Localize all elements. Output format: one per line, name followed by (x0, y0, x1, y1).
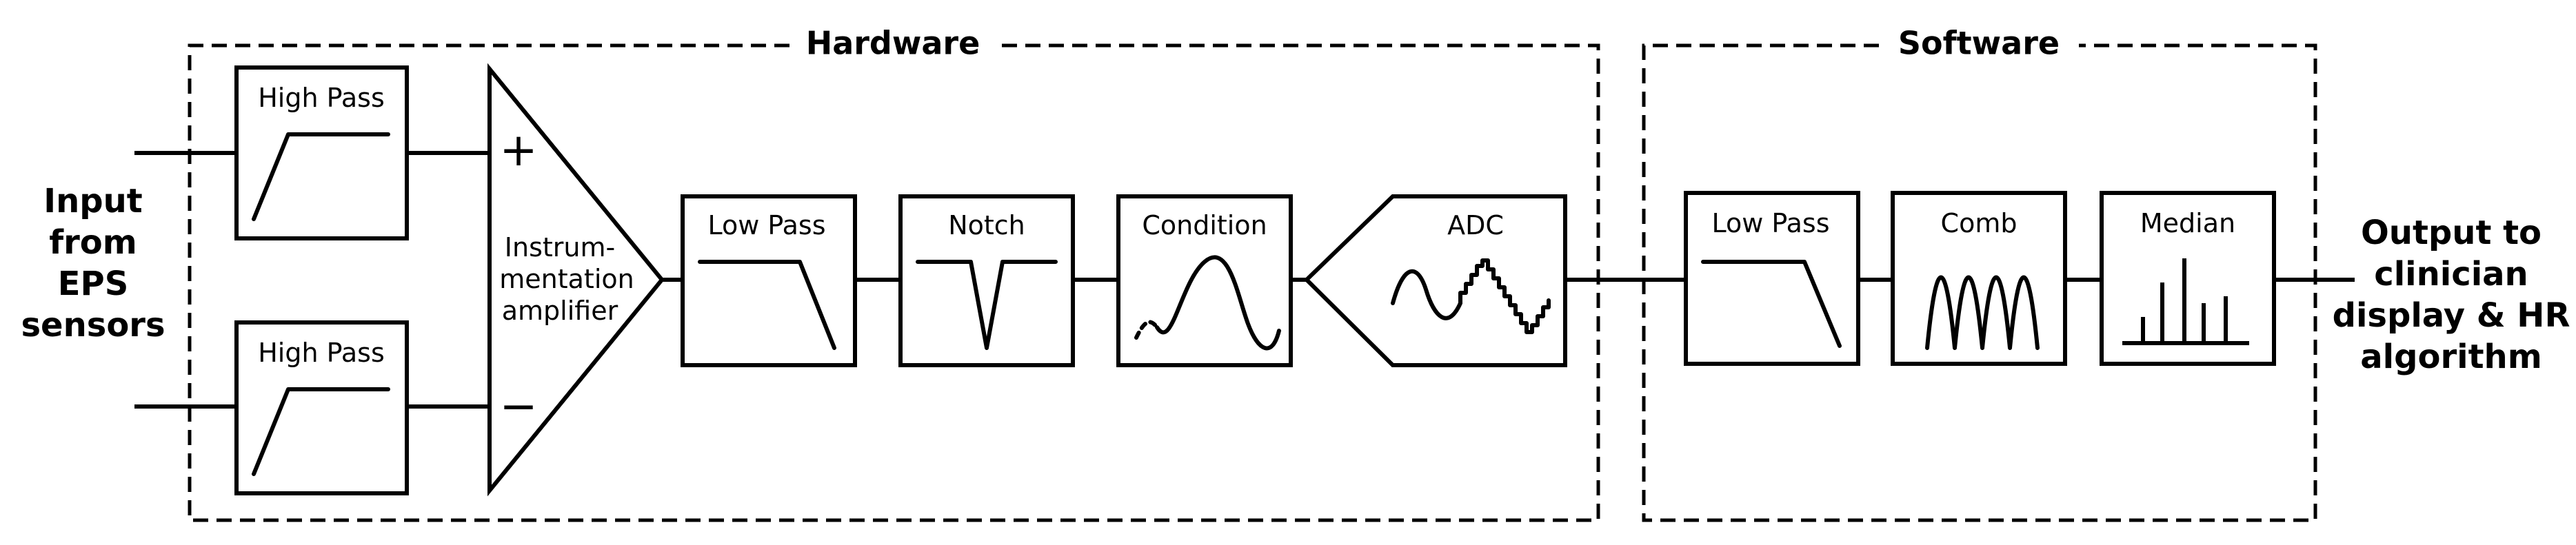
adc-label: ADC (1447, 210, 1504, 240)
low-pass-response-icon (1701, 260, 1842, 348)
svg-text:Input: Input (43, 182, 143, 220)
condition-label: Condition (1142, 210, 1267, 240)
hardware-group-label: Hardware (806, 25, 980, 62)
output-label: Output to clinician display & HR algorit… (2333, 214, 2570, 376)
low-pass-hw-label: Low Pass (708, 210, 826, 240)
hardware-group-box (188, 43, 1600, 522)
svg-text:from: from (49, 223, 137, 262)
svg-text:sensors: sensors (21, 306, 165, 345)
svg-text:display & HR: display & HR (2333, 296, 2570, 335)
notch-filter: Notch (898, 194, 1075, 367)
amp-label-line-3: amplifier (502, 296, 618, 326)
comb-label: Comb (1941, 208, 2017, 238)
svg-text:Output to: Output to (2361, 214, 2542, 252)
low-pass-response-icon (698, 260, 836, 350)
adc-waveform-icon (1391, 258, 1551, 334)
high-pass-bottom-label: High Pass (258, 338, 385, 368)
svg-text:algorithm: algorithm (2360, 338, 2542, 376)
high-pass-response-icon (252, 387, 390, 476)
software-group-box (1642, 43, 2317, 522)
high-pass-response-icon (252, 132, 390, 221)
high-pass-filter-top: High Pass (234, 65, 409, 240)
sine-wave-icon (1134, 255, 1281, 351)
software-group-label: Software (1898, 25, 2060, 62)
low-pass-filter-software: Low Pass (1684, 191, 1860, 366)
comb-response-icon (1925, 275, 2040, 350)
low-pass-sw-label: Low Pass (1712, 208, 1830, 238)
conditioning-stage: Condition (1116, 194, 1293, 367)
instrumentation-amplifier: + − Instrum- mentation amplifier (487, 63, 665, 497)
adc-block: ADC (1303, 194, 1567, 367)
median-label: Median (2140, 208, 2235, 238)
high-pass-top-label: High Pass (258, 83, 385, 113)
notch-response-icon (916, 260, 1058, 350)
svg-text:EPS: EPS (58, 265, 129, 303)
amp-plus-sign: + (499, 123, 537, 176)
median-bars-icon (2122, 258, 2249, 345)
amp-label-line-1: Instrum- (505, 232, 615, 263)
notch-label: Notch (948, 210, 1025, 240)
amp-minus-sign: − (499, 380, 537, 433)
wires (134, 151, 2355, 409)
low-pass-filter-hardware: Low Pass (681, 194, 857, 367)
amp-label-line-2: mentation (499, 264, 634, 294)
comb-filter: Comb (1891, 191, 2067, 366)
svg-text:clinician: clinician (2374, 255, 2528, 294)
median-filter: Median (2100, 191, 2276, 366)
input-label: Input from EPS sensors (21, 182, 165, 345)
high-pass-filter-bottom: High Pass (234, 320, 409, 495)
